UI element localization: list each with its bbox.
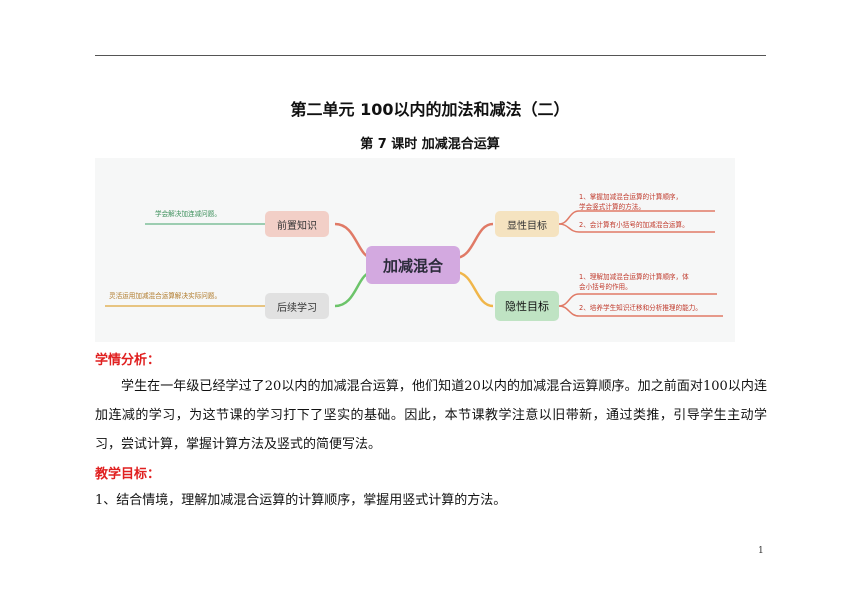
document-title: 第二单元 100以内的加法和减法（二）	[290, 100, 570, 119]
leaf-follow-up-learning: 灵活运用加减混合运算解决实际问题。	[109, 292, 222, 300]
leaf-implicit-goal-1: 1、理解加减混合运算的计算顺序，体 会小括号的作用。	[579, 272, 689, 292]
node-follow-up-learning: 后续学习	[265, 293, 329, 319]
leaf-implicit-goal-1-line-2: 会小括号的作用。	[579, 283, 632, 291]
analysis-paragraph: 学生在一年级已经学过了20以内的加减混合运算，他们知道20以内的加减混合运算顺序…	[95, 379, 767, 452]
leaf-explicit-goal-2: 2、会计算有小括号的加减混合运算。	[579, 221, 689, 229]
leaf-implicit-goal-1-line-1: 1、理解加减混合运算的计算顺序，体	[579, 273, 689, 281]
center-node: 加减混合	[366, 246, 460, 284]
page-number: 1	[758, 546, 764, 556]
connector-explicit	[454, 222, 494, 260]
mind-map: 加减混合 前置知识 后续学习 显性目标 隐性目标 学会解决加连减问题。 灵活运用…	[95, 158, 735, 342]
leaf-prior-knowledge: 学会解决加连减问题。	[155, 210, 221, 218]
leaf-implicit-goal-2: 2、培养学生知识迁移和分析推理的能力。	[579, 304, 702, 312]
connector-implicit-leaf-2	[558, 305, 723, 317]
leaf-explicit-goal-1-line-2: 学会竖式计算的方法。	[579, 203, 645, 211]
connector-implicit-leaf-1	[558, 293, 717, 307]
goal-heading: 教学目标：	[95, 467, 161, 482]
connector-explicit-leaf-2	[558, 223, 715, 233]
node-implicit-goal: 隐性目标	[495, 291, 559, 321]
lesson-subtitle: 第 7 课时 加减混合运算	[360, 137, 500, 152]
node-prior-knowledge: 前置知识	[265, 211, 329, 237]
header-rule	[95, 55, 766, 56]
leaf-explicit-goal-1-line-1: 1、掌握加减混合运算的计算顺序，	[579, 193, 683, 201]
goal-item-1: 1、结合情境，理解加减混合运算的计算顺序，掌握用竖式计算的方法。	[95, 493, 507, 508]
connector-implicit	[454, 270, 494, 308]
connector-explicit-leaf-1	[558, 210, 715, 225]
analysis-heading: 学情分析：	[95, 353, 161, 368]
node-explicit-goal: 显性目标	[495, 211, 559, 237]
leaf-explicit-goal-1: 1、掌握加减混合运算的计算顺序， 学会竖式计算的方法。	[579, 192, 682, 212]
